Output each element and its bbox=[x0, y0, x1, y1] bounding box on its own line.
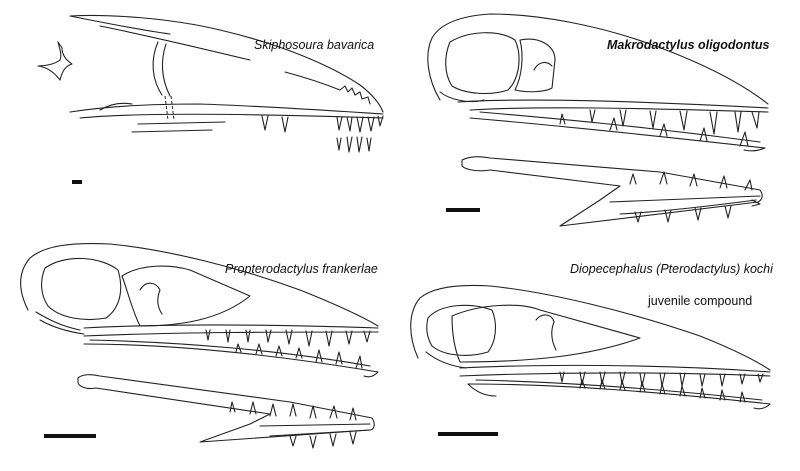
species-label-d: Diopecephalus (Pterodactylus) kochi bbox=[570, 262, 773, 276]
skull-drawing-skiphosoura bbox=[37, 14, 384, 153]
species-label-a: Skiphosoura bavarica bbox=[254, 38, 375, 52]
species-label-b: Makrodactylus oligodontus bbox=[607, 38, 770, 52]
species-label-c: Propterodactylus frankerlae bbox=[225, 262, 378, 276]
scale-bar-b bbox=[446, 208, 480, 212]
scale-bar-d bbox=[438, 432, 498, 436]
scale-bar-c bbox=[44, 434, 96, 438]
skull-drawing-makrodactylus bbox=[427, 13, 769, 227]
specimen-note-d: juvenile compound bbox=[648, 294, 753, 308]
skull-drawing-diopecephalus bbox=[410, 285, 771, 410]
skull-drawing-propterodactylus bbox=[20, 242, 379, 449]
scale-bar-a bbox=[72, 180, 82, 184]
